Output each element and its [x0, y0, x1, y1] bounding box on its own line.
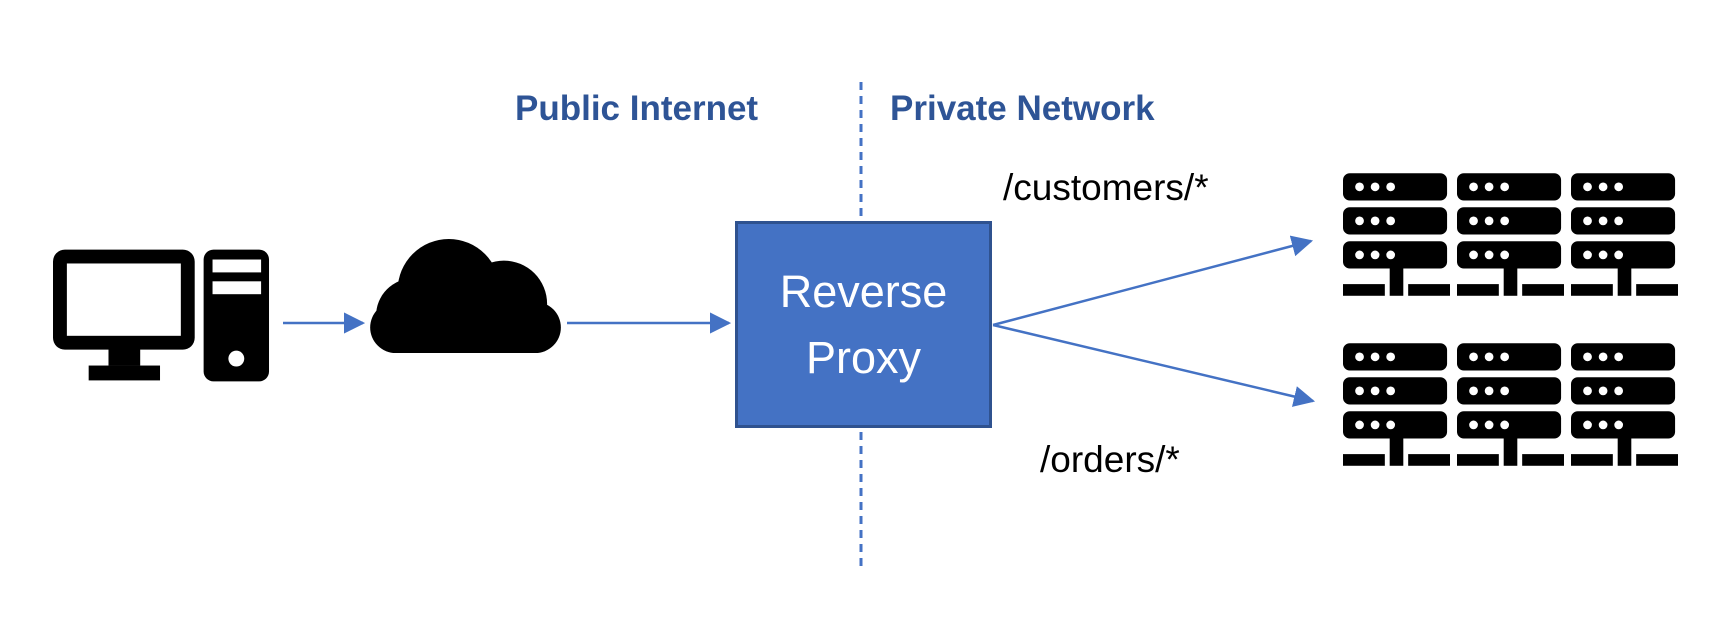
- route-orders-label: /orders/*: [1040, 439, 1180, 480]
- private-network-label: Private Network: [890, 89, 1155, 128]
- arrow-proxy-to-customers: [992, 235, 1314, 327]
- server-rack-icon: [1457, 173, 1564, 296]
- server-rack-icon: [1457, 343, 1564, 466]
- server-rack-icon: [1571, 343, 1678, 466]
- route-customers-label: /customers/*: [1003, 167, 1209, 208]
- server-rack-icon: [1343, 343, 1450, 466]
- internet-node: [368, 239, 565, 355]
- arrow-proxy-to-orders: [992, 323, 1316, 407]
- reverse-proxy-label-line2: Proxy: [805, 331, 922, 383]
- reverse-proxy-label-line1: Reverse: [779, 265, 948, 317]
- reverse-proxy-box: Reverse Proxy: [735, 221, 992, 428]
- public-internet-label: Public Internet: [515, 89, 759, 128]
- cloud-icon: [370, 239, 561, 354]
- customers-server-cluster: [1343, 173, 1678, 296]
- desktop-computer-icon: [53, 249, 270, 382]
- client-computer: [53, 248, 271, 383]
- server-rack-icon: [1571, 173, 1678, 296]
- server-rack-icon: [1343, 173, 1450, 296]
- orders-server-cluster: [1343, 343, 1678, 466]
